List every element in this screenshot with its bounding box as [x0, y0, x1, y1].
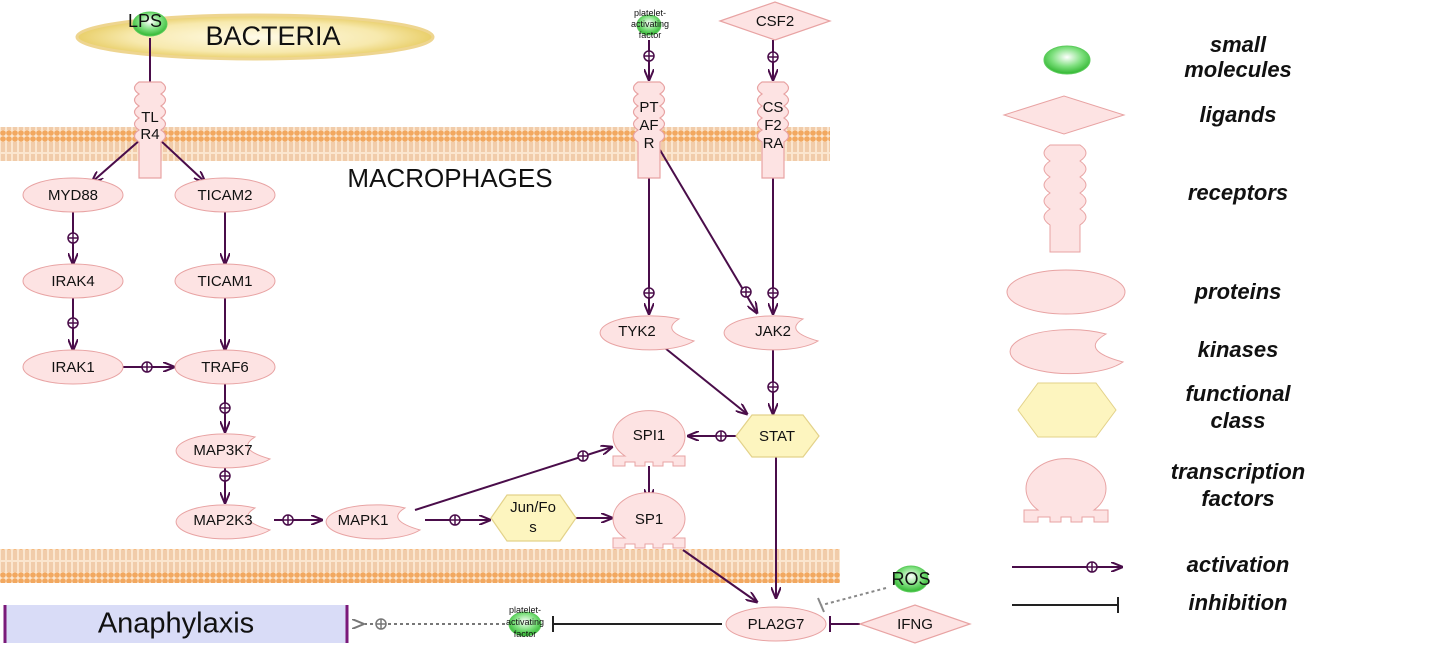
paf-top-line3: factor [639, 30, 662, 40]
macrophages-label: MACROPHAGES [347, 163, 552, 193]
csf2-label: CSF2 [756, 13, 794, 30]
jak2-label: JAK2 [755, 323, 791, 340]
sp1-label: SP1 [635, 511, 663, 528]
node-paf-bottom[interactable]: platelet- activating factor [506, 605, 544, 639]
edge-ptafr-jak2 [659, 149, 757, 313]
ifng-label: IFNG [897, 616, 933, 633]
legend-ligands: ligands [1199, 102, 1276, 127]
legend-functional-class-line2: class [1210, 408, 1265, 433]
legend-activation: activation [1187, 552, 1290, 577]
bacteria-label: BACTERIA [205, 21, 340, 51]
irak4-label: IRAK4 [51, 273, 94, 290]
junfos-label-line1: Jun/Fo [510, 499, 556, 516]
node-traf6[interactable]: TRAF6 [174, 349, 276, 385]
ptafr-label-line2: AF [639, 117, 658, 134]
spi1-label: SPI1 [633, 427, 666, 444]
node-ticam2[interactable]: TICAM2 [174, 177, 276, 213]
legend-receptor-icon [1043, 144, 1087, 253]
myd88-label: MYD88 [48, 187, 98, 204]
tlr4-label-line2: R4 [140, 126, 159, 143]
paf-top-line1: platelet- [634, 8, 666, 18]
node-map3k7[interactable]: MAP3K7 [175, 433, 272, 469]
node-map2k3[interactable]: MAP2K3 [175, 504, 272, 540]
ptafr-label-line1: PT [639, 99, 658, 116]
legend-protein-icon [1006, 269, 1126, 315]
legend-transcription-factors-line2: factors [1201, 486, 1274, 511]
node-sp1[interactable]: SP1 [612, 492, 686, 549]
legend-transcription-factor-icon [1023, 458, 1109, 523]
map3k7-label: MAP3K7 [193, 442, 252, 459]
anaphylaxis-label: Anaphylaxis [98, 608, 254, 640]
legend-small-molecule-icon [1043, 45, 1091, 75]
edge-tlr4-myd88 [92, 139, 141, 182]
csf2ra-label-line1: CS [763, 99, 784, 116]
legend-receptors: receptors [1188, 180, 1288, 205]
legend-small-molecules-line2: molecules [1184, 57, 1292, 82]
node-myd88[interactable]: MYD88 [22, 177, 124, 213]
ticam1-label: TICAM1 [197, 273, 252, 290]
node-tyk2[interactable]: TYK2 [599, 315, 696, 351]
legend-inhibition: inhibition [1189, 590, 1288, 615]
outcome-anaphylaxis[interactable]: Anaphylaxis [3, 605, 349, 643]
edge-ros-pla2g7 [821, 587, 887, 606]
node-csf2[interactable]: CSF2 [718, 1, 832, 41]
tlr4-label-line1: TL [141, 109, 159, 126]
traf6-label: TRAF6 [201, 359, 249, 376]
node-ticam1[interactable]: TICAM1 [174, 263, 276, 299]
paf-bottom-line1: platelet- [509, 605, 541, 615]
legend-transcription-factors-line1: transcription [1171, 459, 1305, 484]
receptor-ptafr[interactable]: PT AF R [632, 81, 666, 179]
legend-small-molecules-line1: small [1210, 32, 1267, 57]
paf-bottom-line3: factor [514, 629, 537, 639]
edge-tyk2-stat [654, 339, 747, 414]
csf2ra-label-line3: RA [763, 135, 784, 152]
node-mapk1[interactable]: MAPK1 [325, 504, 422, 540]
map2k3-label: MAP2K3 [193, 512, 252, 529]
receptor-tlr4[interactable]: TL R4 [133, 81, 167, 179]
legend: small molecules ligands receptors protei… [1002, 32, 1305, 615]
stat-label: STAT [759, 428, 795, 445]
edges [67, 38, 887, 632]
node-paf-top[interactable]: platelet- activating factor [631, 8, 669, 40]
legend-ligand-icon [1002, 95, 1126, 135]
paf-bottom-line2: activating [506, 617, 544, 627]
ptafr-label-line3: R [644, 135, 655, 152]
lps-label: LPS [128, 11, 162, 31]
legend-functional-class-icon [1017, 382, 1117, 438]
ros-label: ROS [891, 569, 930, 589]
lower-membrane [0, 549, 840, 583]
receptor-csf2ra[interactable]: CS F2 RA [756, 81, 790, 179]
node-irak4[interactable]: IRAK4 [22, 263, 124, 299]
edge-tlr4-ticam2 [159, 139, 205, 182]
junfos-label-line2: s [529, 519, 537, 536]
csf2ra-label-line2: F2 [764, 117, 782, 134]
legend-kinase-icon [1009, 329, 1125, 375]
tyk2-label: TYK2 [618, 323, 656, 340]
node-spi1[interactable]: SPI1 [612, 410, 686, 467]
node-lps[interactable]: LPS [128, 11, 168, 37]
node-irak1[interactable]: IRAK1 [22, 349, 124, 385]
legend-proteins: proteins [1194, 279, 1282, 304]
node-pla2g7[interactable]: PLA2G7 [725, 606, 827, 642]
ticam2-label: TICAM2 [197, 187, 252, 204]
paf-top-line2: activating [631, 19, 669, 29]
irak1-label: IRAK1 [51, 359, 94, 376]
node-stat[interactable]: STAT [735, 414, 820, 458]
pla2g7-label: PLA2G7 [748, 616, 805, 633]
mapk1-label: MAPK1 [338, 512, 389, 529]
upper-membrane [0, 127, 830, 161]
node-ros[interactable]: ROS [891, 565, 931, 593]
node-jak2[interactable]: JAK2 [723, 315, 820, 351]
legend-kinases: kinases [1198, 337, 1279, 362]
edge-sp1-pla2g7 [682, 549, 757, 602]
legend-functional-class-line1: functional [1185, 381, 1291, 406]
node-junfos[interactable]: Jun/Fo s [490, 494, 577, 542]
node-ifng[interactable]: IFNG [858, 604, 972, 644]
